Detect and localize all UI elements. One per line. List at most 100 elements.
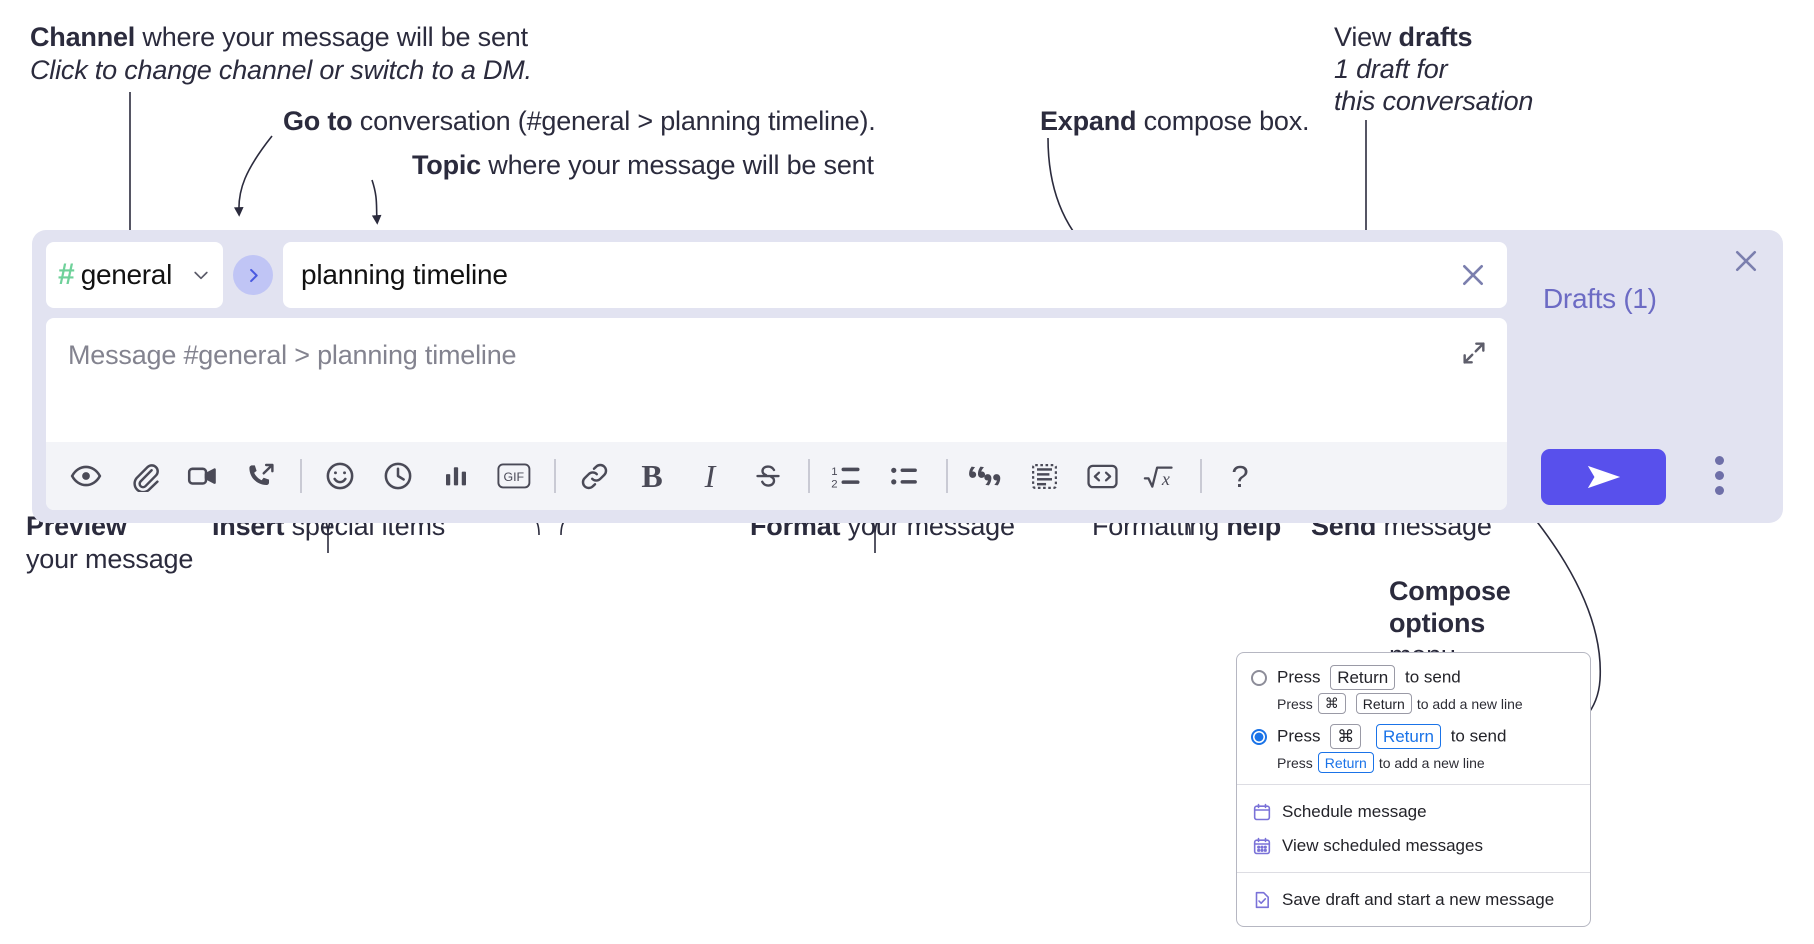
drafts-link[interactable]: Drafts (1) bbox=[1543, 283, 1657, 314]
channel-name: general bbox=[80, 259, 173, 290]
topic-field[interactable]: planning timeline bbox=[283, 242, 1507, 308]
attachment-icon[interactable] bbox=[120, 452, 168, 500]
annotation-preview-sub: your message bbox=[26, 544, 194, 574]
hash-icon: # bbox=[58, 258, 75, 291]
emoji-icon[interactable] bbox=[316, 452, 364, 500]
key-return: Return bbox=[1355, 693, 1412, 714]
annotation-channel-bold: Channel bbox=[30, 22, 136, 52]
radio-icon[interactable] bbox=[1251, 669, 1267, 686]
math-icon[interactable]: x bbox=[1136, 452, 1184, 500]
bold-icon[interactable]: B bbox=[641, 458, 663, 494]
radio-label: Press Return to send bbox=[1277, 665, 1461, 690]
radio-label: Press ⌘ Return to send bbox=[1277, 724, 1506, 749]
bulleted-list-icon[interactable] bbox=[882, 452, 930, 500]
kebab-dot bbox=[1714, 485, 1724, 495]
poll-icon[interactable] bbox=[432, 452, 480, 500]
option1-post: to send bbox=[1404, 667, 1461, 687]
formatting-toolbar: GIF B I bbox=[46, 442, 1507, 510]
radio-option-return-sub: Press ⌘ Return to add a new line bbox=[1237, 690, 1590, 716]
annotation-compose-options-bold1: Compose bbox=[1389, 576, 1511, 606]
toolbar-separator bbox=[946, 459, 948, 493]
annotation-channel-rest: where your message will be sent bbox=[135, 22, 528, 52]
go-to-conversation-button[interactable] bbox=[233, 255, 273, 295]
annotation-expand-rest: compose box. bbox=[1136, 106, 1310, 136]
annotation-topic-bold: Topic bbox=[412, 150, 481, 180]
annotation-drafts-sub2: this conversation bbox=[1334, 86, 1534, 116]
radio-option-cmd-return-to-send[interactable]: Press ⌘ Return to send bbox=[1237, 722, 1590, 749]
svg-text:1: 1 bbox=[831, 466, 837, 478]
key-command: ⌘ bbox=[1330, 724, 1362, 749]
code-icon[interactable] bbox=[1078, 452, 1126, 500]
save-draft-icon bbox=[1251, 889, 1273, 911]
option2-post: to send bbox=[1450, 726, 1507, 746]
calendar-grid-icon bbox=[1251, 835, 1273, 857]
option2-sub-post: to add a new line bbox=[1378, 754, 1485, 771]
key-return: Return bbox=[1317, 752, 1374, 773]
video-icon[interactable] bbox=[178, 452, 226, 500]
annotation-expand: Expand compose box. bbox=[1040, 106, 1310, 138]
svg-text:GIF: GIF bbox=[503, 470, 524, 484]
help-icon[interactable]: ? bbox=[1231, 458, 1249, 494]
annotation-goto-bold: Go to bbox=[283, 106, 353, 136]
send-button[interactable] bbox=[1541, 449, 1666, 505]
topic-value: planning timeline bbox=[301, 259, 508, 290]
annotation-drafts: View drafts bbox=[1334, 22, 1473, 54]
call-icon[interactable] bbox=[236, 452, 284, 500]
link-icon[interactable] bbox=[570, 452, 618, 500]
message-placeholder: Message #general > planning timeline bbox=[68, 340, 517, 370]
option2-sub-pre: Press bbox=[1277, 754, 1313, 771]
annotation-goto-rest: conversation (#general > planning timeli… bbox=[352, 106, 876, 136]
kebab-dot bbox=[1714, 455, 1724, 465]
annotation-expand-bold: Expand bbox=[1040, 106, 1137, 136]
menu-item-label: View scheduled messages bbox=[1282, 836, 1483, 855]
channel-picker[interactable]: # general bbox=[46, 242, 223, 308]
radio-icon-selected[interactable] bbox=[1251, 728, 1267, 745]
option2-pre: Press bbox=[1277, 726, 1321, 746]
quote-icon[interactable] bbox=[962, 452, 1010, 500]
message-input[interactable]: Message #general > planning timeline bbox=[46, 318, 1507, 442]
toolbar-separator bbox=[554, 459, 556, 493]
annotation-goto: Go to conversation (#general > planning … bbox=[283, 106, 876, 138]
expand-icon[interactable] bbox=[1457, 336, 1491, 370]
annotation-channel-sub: Click to change channel or switch to a D… bbox=[30, 55, 532, 85]
draft-section: Save draft and start a new message bbox=[1237, 873, 1590, 926]
clear-topic-icon[interactable] bbox=[1455, 257, 1491, 293]
menu-item-save-draft[interactable]: Save draft and start a new message bbox=[1237, 883, 1590, 917]
svg-text:2: 2 bbox=[831, 478, 837, 490]
compose-box: # general planning timeline bbox=[32, 230, 1783, 523]
annotation-compose-options-1: Compose bbox=[1389, 576, 1511, 608]
annotation-compose-options-2: options bbox=[1389, 608, 1485, 640]
schedule-section: Schedule message View scheduled messages bbox=[1237, 785, 1590, 872]
radio-option-return-to-send[interactable]: Press Return to send bbox=[1237, 663, 1590, 690]
strikethrough-icon[interactable] bbox=[744, 452, 792, 500]
menu-item-view-scheduled-messages[interactable]: View scheduled messages bbox=[1237, 829, 1590, 863]
menu-item-label: Schedule message bbox=[1282, 802, 1427, 821]
annotation-drafts-pre: View bbox=[1334, 22, 1399, 52]
key-return: Return bbox=[1375, 724, 1441, 749]
annotation-topic-rest: where your message will be sent bbox=[481, 150, 874, 180]
toolbar-separator bbox=[808, 459, 810, 493]
preview-icon[interactable] bbox=[62, 452, 110, 500]
clock-icon[interactable] bbox=[374, 452, 422, 500]
ordered-list-icon[interactable]: 1 2 bbox=[824, 452, 872, 500]
italic-icon[interactable]: I bbox=[704, 458, 716, 494]
annotation-channel: Channel where your message will be sent bbox=[30, 22, 528, 54]
close-icon[interactable] bbox=[1729, 244, 1763, 278]
key-return: Return bbox=[1330, 665, 1396, 690]
menu-divider bbox=[1237, 784, 1590, 785]
toolbar-separator bbox=[1200, 459, 1202, 493]
menu-item-schedule-message[interactable]: Schedule message bbox=[1237, 795, 1590, 829]
annotation-topic: Topic where your message will be sent bbox=[412, 150, 874, 182]
message-panel: Message #general > planning timeline bbox=[46, 318, 1507, 510]
spoiler-icon[interactable] bbox=[1020, 452, 1068, 500]
calendar-icon bbox=[1251, 801, 1273, 823]
compose-options-button[interactable] bbox=[1704, 448, 1734, 502]
gif-icon[interactable]: GIF bbox=[490, 452, 538, 500]
annotation-compose-options-bold2: options bbox=[1389, 608, 1486, 638]
kebab-dot bbox=[1714, 470, 1724, 480]
annotation-drafts-sub1: 1 draft for bbox=[1334, 54, 1448, 84]
annotation-drafts-bold: drafts bbox=[1398, 22, 1473, 52]
menu-item-label: Save draft and start a new message bbox=[1282, 890, 1555, 909]
option1-sub-pre: Press bbox=[1277, 695, 1313, 712]
